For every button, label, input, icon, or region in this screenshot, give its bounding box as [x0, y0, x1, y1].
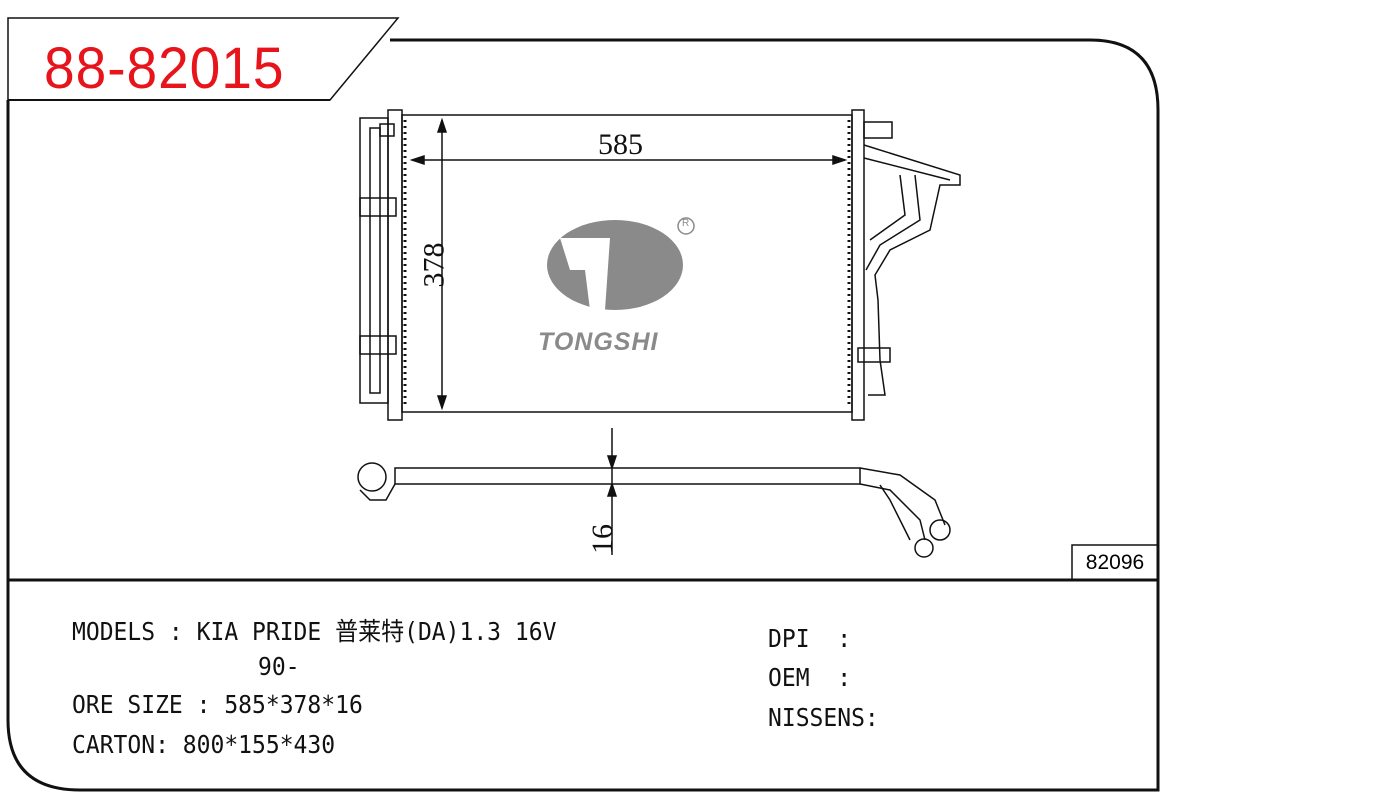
tongshi-logo [547, 217, 695, 310]
carton-size: CARTON: 800*155*430 [72, 730, 336, 759]
condenser-front-view [359, 109, 961, 421]
width-dimension: 585 [598, 128, 643, 161]
brand-logo-text: TONGSHI [538, 328, 659, 356]
dpi-ref: DPI : [768, 624, 852, 653]
models-years: 90- [258, 652, 300, 681]
reference-number: 82096 [1085, 551, 1145, 574]
core-size: ORE SIZE : 585*378*16 [72, 690, 363, 719]
part-number: 88-82015 [44, 36, 285, 101]
models-line: MODELS : KIA PRIDE 普莱特(DA)1.3 16V [72, 617, 557, 646]
condenser-top-view [357, 428, 951, 558]
oem-ref: OEM : [768, 663, 852, 692]
thickness-dimension: 16 [586, 524, 619, 554]
nissens-ref: NISSENS: [768, 703, 879, 732]
height-dimension: 378 [417, 242, 451, 288]
registered-mark: R [682, 218, 690, 229]
